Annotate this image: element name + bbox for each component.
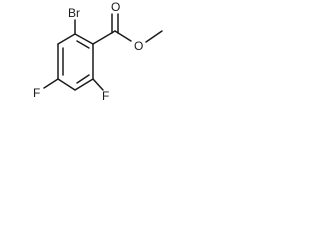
chemical-structure: Br F F O O — [33, 0, 163, 103]
o-methyl-bond — [145, 30, 163, 43]
ester-c-o-bond — [114, 30, 132, 42]
bromine-label: Br — [68, 6, 80, 20]
carbonyl-oxygen-label: O — [111, 0, 120, 14]
ring-bond — [57, 78, 76, 91]
ring-inner-bond — [76, 40, 90, 49]
fluorine-label: F — [33, 86, 40, 100]
ring-inner-bond — [76, 74, 90, 84]
ester-oxygen-label: O — [134, 39, 143, 53]
fluorine-label: F — [102, 89, 109, 103]
ring-bond — [74, 78, 94, 91]
ring-bond — [57, 33, 76, 45]
ring-bond — [74, 33, 94, 45]
benzene-ring — [57, 33, 94, 91]
c-f-bond — [43, 78, 59, 89]
c-f-bond — [92, 78, 104, 91]
